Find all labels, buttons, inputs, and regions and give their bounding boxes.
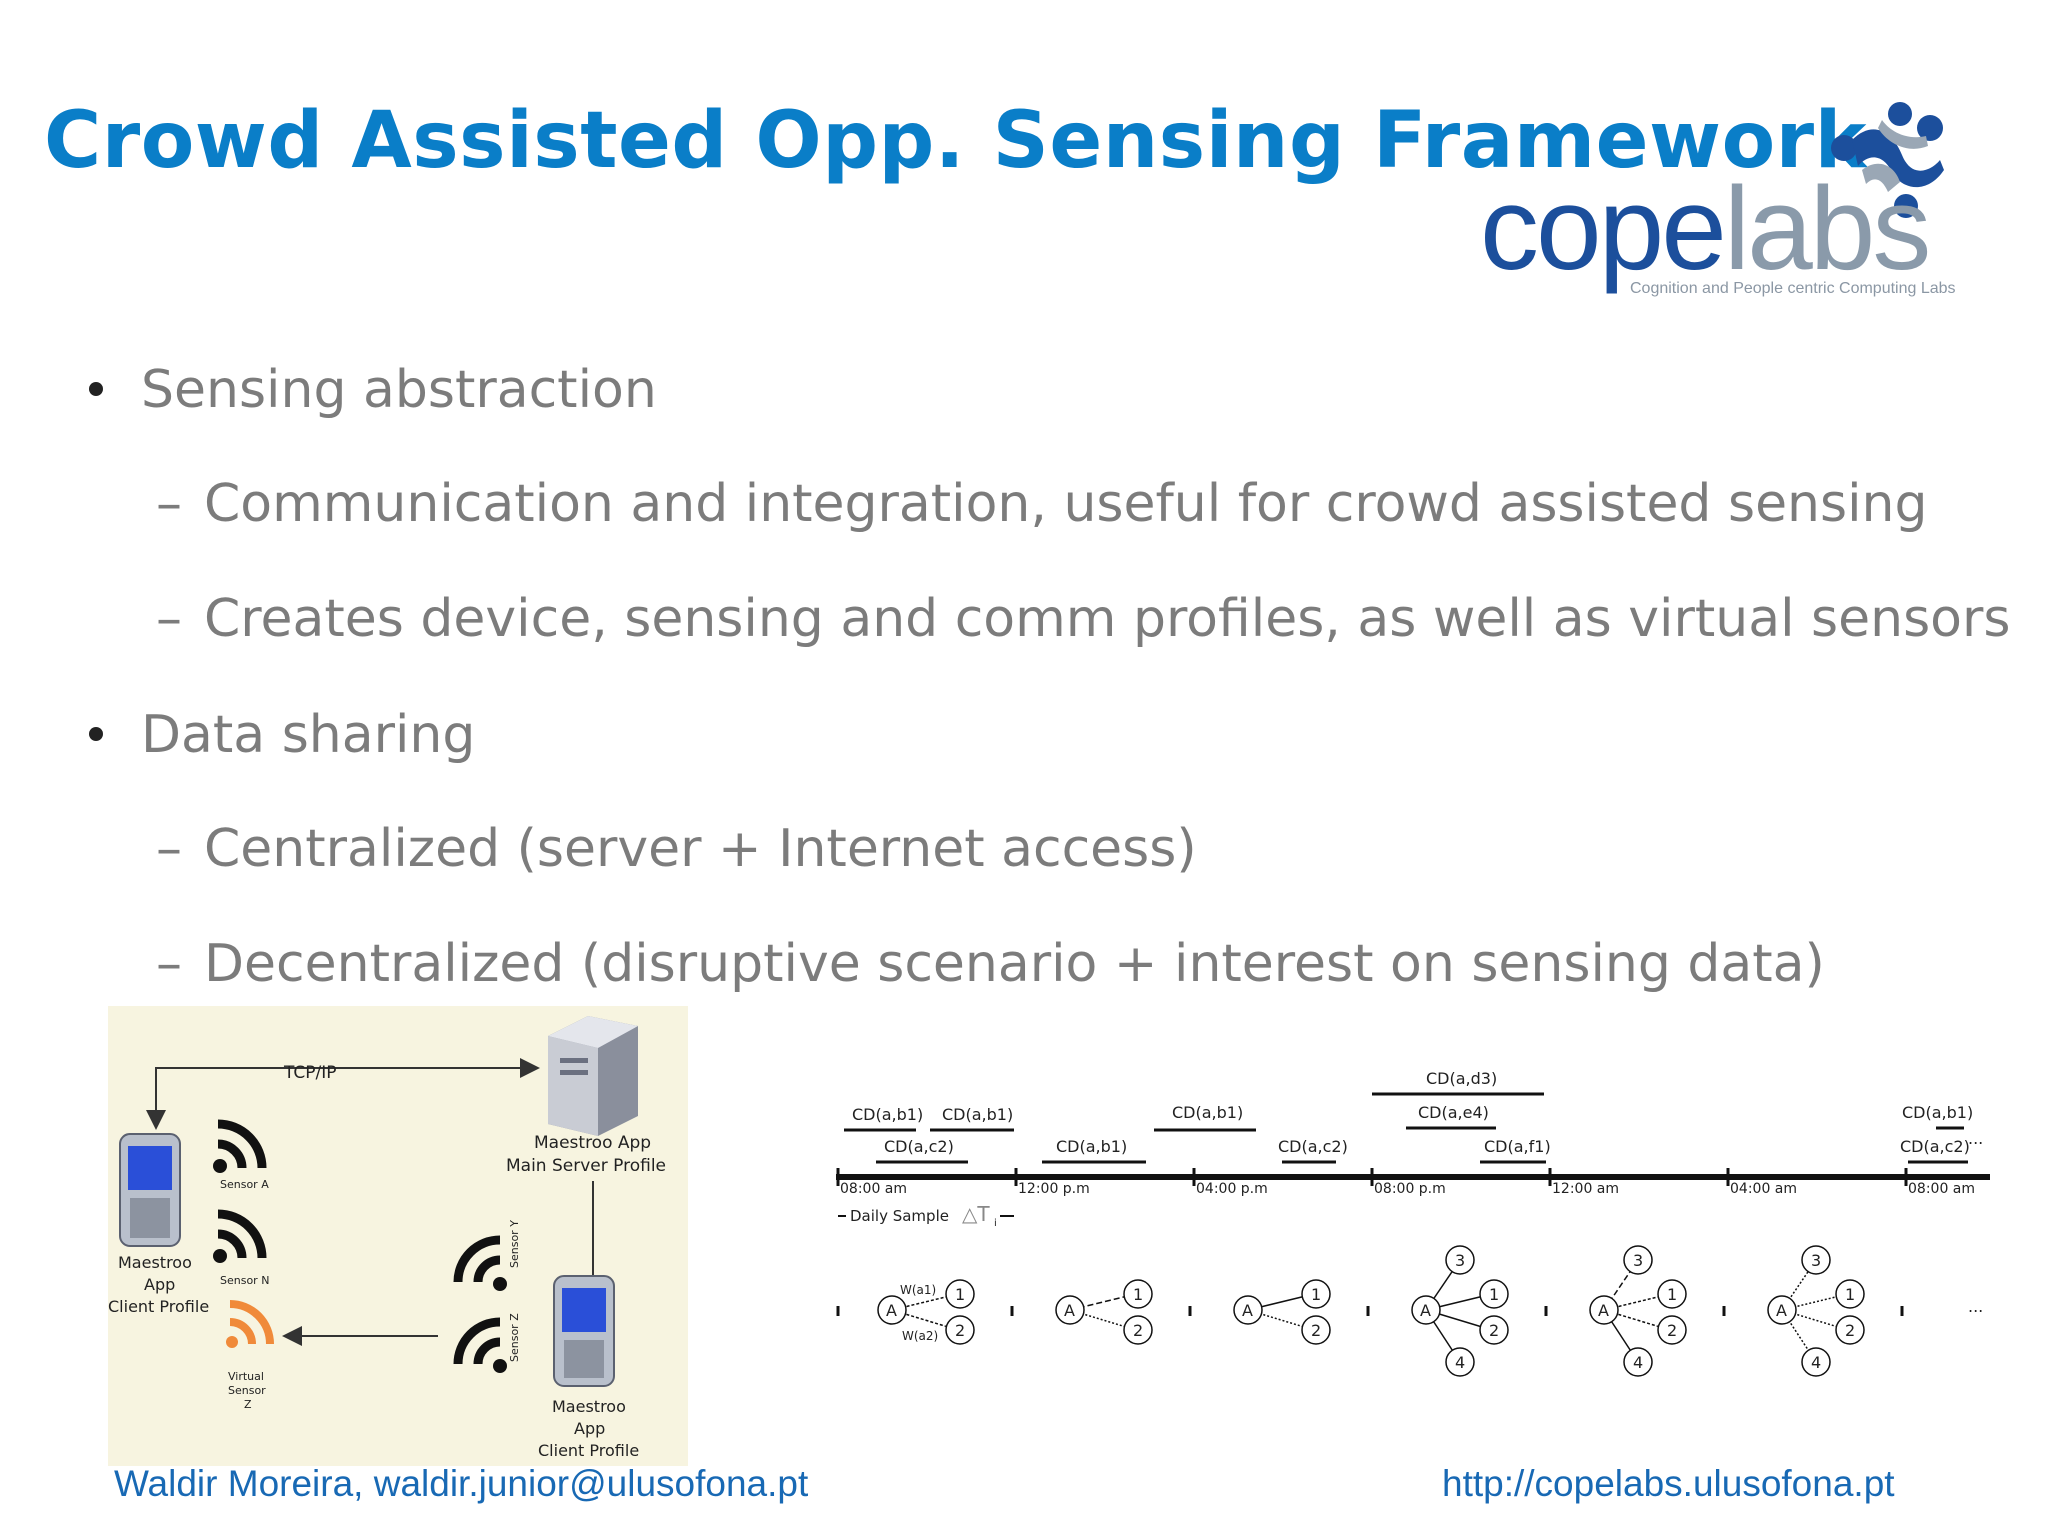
footer-author: Waldir Moreira, waldir.junior@ulusofona.… — [114, 1463, 809, 1504]
svg-text:4: 4 — [1811, 1353, 1821, 1372]
sensor-y-label: Sensor Y — [508, 1220, 521, 1268]
contact-label: CD(a,c2) — [1278, 1137, 1348, 1156]
time-label: 08:00 p.m — [1374, 1181, 1446, 1197]
server-icon — [548, 1016, 638, 1136]
timeline-diagram: 08:00 am 12:00 p.m 04:00 p.m 08:00 p.m 1… — [828, 1056, 1998, 1386]
daily-sample-label: Daily Sample — [850, 1207, 949, 1225]
svg-text:1: 1 — [1845, 1285, 1855, 1304]
graph-snapshot: A 1 2 — [1233, 1279, 1331, 1345]
graph-snapshot: A 1 2 W(a1) W(a2) — [877, 1279, 975, 1345]
time-label: 04:00 am — [1730, 1181, 1797, 1197]
copelabs-logo: copelabs Cognition and People centric Co… — [1470, 100, 1970, 310]
logo-tagline: Cognition and People centric Computing L… — [1630, 280, 1956, 297]
contact-label: CD(a,f1) — [1484, 1137, 1551, 1156]
svg-text:2: 2 — [1489, 1321, 1499, 1340]
svg-text:2: 2 — [1845, 1321, 1855, 1340]
graph-snapshot: A 3 1 2 4 — [1589, 1245, 1687, 1377]
contact-label: CD(a,b1) — [852, 1105, 923, 1124]
svg-text:3: 3 — [1811, 1251, 1821, 1270]
copelabs-logo-mark-icon — [1831, 102, 1944, 218]
client2-label-line: Maestroo — [552, 1397, 626, 1416]
ellipsis-label: ... — [1968, 1129, 1983, 1148]
dash-icon: – — [156, 934, 182, 994]
tcpip-label: TCP/IP — [283, 1063, 337, 1083]
time-label: 04:00 p.m — [1196, 1181, 1268, 1197]
time-label: 12:00 am — [1552, 1181, 1619, 1197]
client-phone-icon — [553, 1275, 615, 1387]
sensor-z-label: Sensor Z — [508, 1313, 521, 1362]
client1-label-line: Client Profile — [108, 1297, 209, 1316]
svg-text:4: 4 — [1633, 1353, 1643, 1372]
server-label-2: Main Server Profile — [506, 1156, 666, 1176]
svg-text:A: A — [1776, 1301, 1787, 1320]
contact-label: CD(a,b1) — [1056, 1137, 1127, 1156]
contact-label: CD(a,b1) — [1172, 1103, 1243, 1122]
contact-label: CD(a,d3) — [1426, 1069, 1497, 1088]
client-phone-icon — [119, 1133, 181, 1247]
client2-label-line: App — [574, 1419, 605, 1438]
footer-url[interactable]: http://copelabs.ulusofona.pt — [1442, 1463, 1895, 1504]
time-label: 12:00 p.m — [1018, 1181, 1090, 1197]
wifi-icon — [453, 1235, 507, 1291]
contact-label: CD(a,c2) — [884, 1137, 954, 1156]
svg-text:2: 2 — [1311, 1321, 1321, 1340]
time-label: 08:00 am — [840, 1181, 907, 1197]
server-label-1: Maestroo App — [534, 1133, 651, 1153]
wordmark-labs: labs — [1723, 163, 1931, 295]
client1-label-line: Maestroo — [118, 1253, 192, 1272]
svg-text:1: 1 — [1489, 1285, 1499, 1304]
wifi-icon — [453, 1317, 507, 1373]
delta-sub-label: i — [994, 1218, 997, 1229]
delta-label: △T — [962, 1202, 990, 1226]
sensor-a-label: Sensor A — [220, 1178, 269, 1191]
graph-snapshot: A 1 2 — [1055, 1279, 1153, 1345]
svg-text:2: 2 — [955, 1321, 965, 1340]
svg-text:1: 1 — [1311, 1285, 1321, 1304]
contact-label: CD(a,e4) — [1418, 1103, 1489, 1122]
svg-text:A: A — [1598, 1301, 1609, 1320]
svg-text:A: A — [1242, 1301, 1253, 1320]
virtual-sensor-label: Z — [244, 1398, 252, 1411]
svg-text:1: 1 — [955, 1285, 965, 1304]
time-label: 08:00 am — [1908, 1181, 1975, 1197]
wifi-icon — [213, 1209, 267, 1263]
dash-icon: – — [156, 819, 182, 879]
graph-snapshots: ... A 1 2 W(a1) W(a2) A 1 2 — [836, 1245, 1983, 1377]
bullet-dot-icon — [89, 727, 103, 741]
ellipsis-label: ... — [1968, 1297, 1983, 1316]
svg-text:4: 4 — [1455, 1353, 1465, 1372]
contact-interval-lines — [844, 1092, 1968, 1164]
svg-text:2: 2 — [1667, 1321, 1677, 1340]
svg-text:A: A — [1064, 1301, 1075, 1320]
dash-icon: – — [156, 474, 182, 534]
client2-label-line: Client Profile — [538, 1441, 639, 1460]
svg-text:A: A — [1420, 1301, 1431, 1320]
architecture-diagram: TCP/IP Maestroo App Main Server Profile … — [108, 1006, 688, 1466]
client1-label-line: App — [144, 1275, 175, 1294]
graph-snapshot: A 3 1 2 4 — [1411, 1245, 1509, 1377]
svg-text:1: 1 — [1667, 1285, 1677, 1304]
copelabs-wordmark: copelabs — [1480, 170, 1931, 288]
sensor-n-label: Sensor N — [220, 1274, 269, 1287]
weight-label: W(a1) — [900, 1283, 936, 1297]
weight-label: W(a2) — [902, 1329, 938, 1343]
virtual-sensor-icon — [226, 1300, 274, 1348]
virtual-sensor-label: Sensor — [228, 1384, 266, 1397]
dash-icon: – — [156, 589, 182, 649]
virtual-sensor-label: Virtual — [228, 1370, 264, 1383]
svg-text:3: 3 — [1633, 1251, 1643, 1270]
bullet-dot-icon — [89, 382, 103, 396]
wordmark-cope: cope — [1480, 163, 1727, 295]
slide-title: Crowd Assisted Opp. Sensing Framework — [44, 96, 1868, 186]
graph-snapshot: A 3 1 2 4 — [1767, 1245, 1865, 1377]
wifi-icon — [213, 1119, 267, 1173]
svg-text:2: 2 — [1133, 1321, 1143, 1340]
contact-label: CD(a,b1) — [1902, 1103, 1973, 1122]
svg-text:1: 1 — [1133, 1285, 1143, 1304]
svg-text:3: 3 — [1455, 1251, 1465, 1270]
contact-label: CD(a,c2) — [1900, 1137, 1970, 1156]
contact-label: CD(a,b1) — [942, 1105, 1013, 1124]
node-label: A — [886, 1301, 897, 1320]
